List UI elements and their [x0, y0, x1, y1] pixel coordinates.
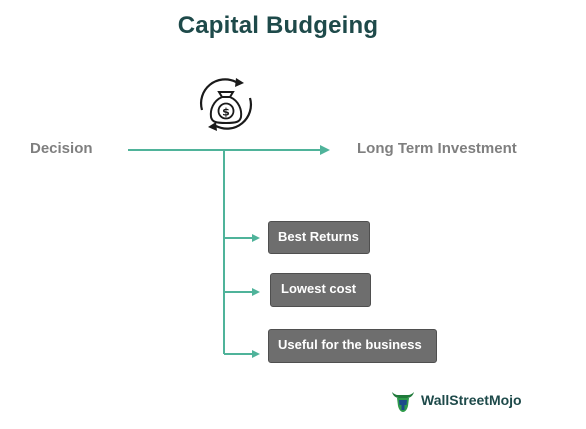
decision-label: Decision	[30, 140, 93, 157]
branch-arrowhead-3	[252, 350, 260, 358]
money-bag-cycle-icon: $	[199, 78, 253, 131]
branch-box-useful-for-business: Useful for the business	[268, 329, 437, 363]
logo-text: WallStreetMojo	[421, 392, 522, 408]
flow-arrowhead	[320, 145, 330, 155]
svg-text:$: $	[222, 106, 230, 119]
branch-box-lowest-cost: Lowest cost	[270, 273, 371, 307]
branch-label: Best Returns	[278, 229, 359, 244]
branch-arrowhead-2	[252, 288, 260, 296]
long-term-investment-label: Long Term Investment	[357, 140, 517, 157]
branch-label: Useful for the business	[278, 337, 422, 352]
branch-arrowhead-1	[252, 234, 260, 242]
diagram-title: Capital Budgeing	[177, 12, 379, 39]
wallstreetmojo-logo: WallStreetMojo	[389, 386, 529, 414]
branch-box-best-returns: Best Returns	[268, 221, 370, 254]
wallstreetmojo-logo-icon	[392, 392, 414, 412]
branch-label: Lowest cost	[281, 281, 357, 296]
